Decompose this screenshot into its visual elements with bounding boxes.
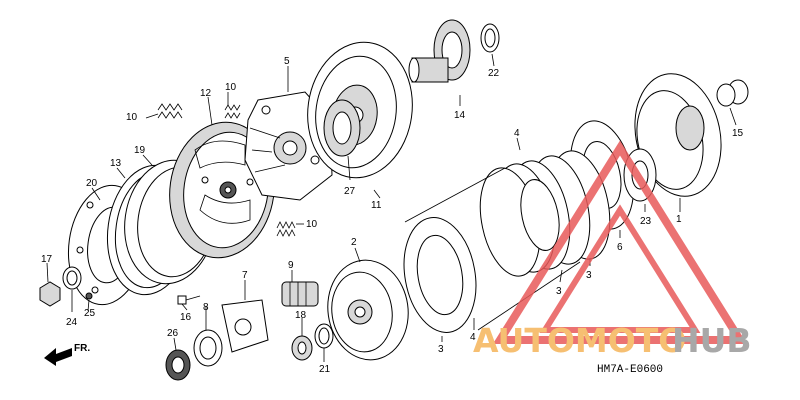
part-15-collar [716, 79, 749, 107]
callout-18: 18 [295, 310, 307, 321]
diagram-code: HM7A-E0600 [597, 364, 663, 376]
part-17-nut [39, 281, 61, 307]
callout-26: 26 [167, 328, 179, 339]
callout-4: 4 [514, 128, 520, 139]
part-22-washer [480, 23, 500, 53]
callout-22: 22 [488, 68, 500, 79]
disc-guide-line-top [404, 167, 506, 223]
callout-9: 9 [288, 260, 294, 271]
callout-23: 23 [640, 216, 652, 227]
callout-13: 13 [110, 158, 122, 169]
callout-11: 11 [371, 200, 382, 211]
part-26-bearing [165, 349, 191, 381]
part-2-drive-gear [327, 259, 409, 361]
callout-10: 10 [126, 112, 138, 123]
callout-19: 19 [134, 145, 146, 156]
callout-17: 17 [41, 254, 53, 265]
part-21-washer [314, 323, 334, 349]
callout-10: 10 [225, 82, 237, 93]
callout-3: 3 [438, 344, 444, 355]
callout-1: 1 [676, 214, 682, 225]
callout-4: 4 [470, 332, 476, 343]
callout-15: 15 [732, 128, 744, 139]
part-16-bolt [177, 295, 201, 305]
front-arrow-label: FR. [74, 343, 90, 354]
watermark-triangle-icon [492, 140, 748, 344]
callout-10: 10 [306, 219, 318, 230]
callout-3: 3 [556, 286, 562, 297]
part-10-spring-c [276, 221, 296, 237]
callout-24: 24 [66, 317, 78, 328]
callout-14: 14 [454, 110, 466, 121]
callout-20: 20 [86, 178, 98, 189]
callout-2: 2 [351, 237, 357, 248]
callout-6: 6 [617, 242, 623, 253]
watermark-text-automoto: AUTOMOTO [473, 321, 686, 360]
callout-labels: 1 2 3 3 3 4 4 5 6 7 8 9 10 10 10 11 12 1… [41, 56, 744, 375]
part-24-washer [62, 266, 82, 290]
part-27-bearing [323, 99, 361, 157]
callout-8: 8 [203, 302, 209, 313]
part-18-collar [291, 335, 313, 361]
part-10-spring-b [224, 104, 241, 119]
callout-16: 16 [180, 312, 192, 323]
part-9-spring [281, 281, 319, 307]
callout-12: 12 [200, 88, 212, 99]
clutch-disc-front [403, 217, 477, 333]
part-14-gear [408, 19, 471, 83]
front-arrow-icon: FR. [44, 343, 90, 366]
watermark-logo: AUTOMOTO HUB [473, 140, 752, 360]
callout-27: 27 [344, 186, 356, 197]
leader-lines [46, 53, 737, 362]
callout-5: 5 [284, 56, 290, 67]
callout-25: 25 [84, 308, 96, 319]
part-10-spring-a [157, 103, 183, 119]
part-8-seal [193, 329, 223, 367]
callout-21: 21 [319, 364, 331, 375]
part-25-pin [85, 292, 93, 300]
callout-7: 7 [242, 270, 248, 281]
part-7-gasket [221, 299, 269, 353]
callout-3: 3 [586, 270, 592, 281]
watermark-text-hub: HUB [672, 321, 752, 360]
